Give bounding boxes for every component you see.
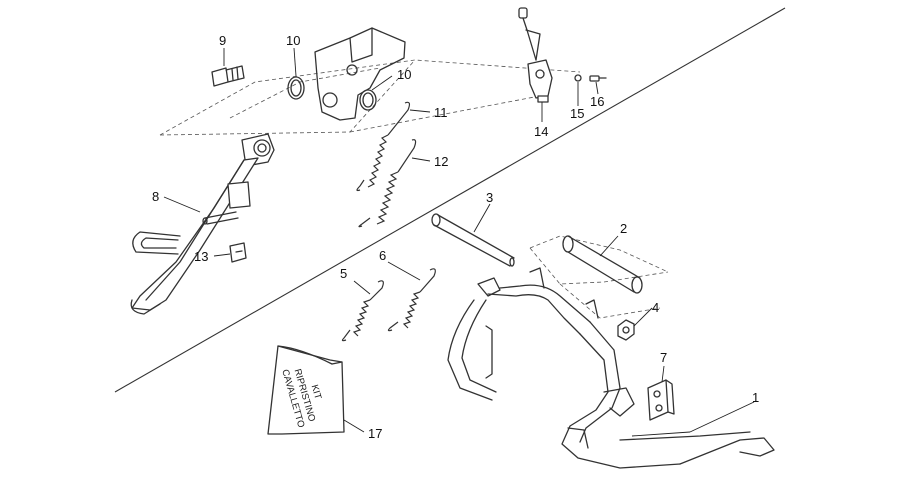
- part-10-o-ring-right[interactable]: [359, 89, 377, 111]
- callout-11: 11: [434, 105, 448, 120]
- kit-label-line1: KIT: [309, 383, 324, 400]
- callout-4: 4: [652, 300, 659, 315]
- leaders-lower: [343, 203, 755, 437]
- part-16-screw[interactable]: [589, 75, 607, 82]
- callout-14: 14: [534, 124, 548, 139]
- part-3-pivot-pin[interactable]: [431, 213, 515, 267]
- part-13-rubber-pad[interactable]: [229, 242, 247, 263]
- kit-label: KIT RIPRISTINO CAVALLETTO: [279, 368, 324, 429]
- callout-16: 16: [590, 94, 604, 109]
- callout-5: 5: [340, 266, 347, 281]
- part-14-stand-switch[interactable]: [518, 7, 553, 103]
- part-17-kit-package[interactable]: [267, 345, 345, 435]
- separator-line: [114, 7, 786, 393]
- frame-bracket: [314, 27, 406, 121]
- callout-9: 9: [219, 33, 226, 48]
- callout-6: 6: [379, 248, 386, 263]
- reference-dashed-lines-lower: [529, 235, 669, 319]
- part-7-bracket-plate[interactable]: [647, 379, 675, 421]
- part-11-spring[interactable]: [356, 101, 411, 192]
- callout-10-left: 10: [286, 33, 300, 48]
- part-8-stopper-pin: [202, 181, 251, 225]
- callout-17: 17: [368, 426, 382, 441]
- part-15-washer[interactable]: [574, 74, 582, 82]
- callout-2: 2: [620, 221, 627, 236]
- callout-8: 8: [152, 189, 159, 204]
- callout-3: 3: [486, 190, 493, 205]
- callout-1: 1: [752, 390, 759, 405]
- callout-12: 12: [434, 154, 448, 169]
- part-4-nut[interactable]: [617, 319, 635, 341]
- part-12-spring[interactable]: [358, 139, 417, 228]
- callout-10-right: 10: [397, 67, 411, 82]
- callout-7: 7: [660, 350, 667, 365]
- leaders-upper: [163, 47, 599, 257]
- part-10-o-ring-left[interactable]: [287, 76, 305, 100]
- part-6-spring[interactable]: [387, 268, 436, 332]
- callout-15: 15: [570, 106, 584, 121]
- part-1-center-stand[interactable]: [447, 267, 775, 469]
- part-9-pivot-bolt[interactable]: [211, 65, 245, 87]
- part-8-side-stand[interactable]: [130, 133, 275, 315]
- part-2-spacer-tube[interactable]: [562, 235, 643, 294]
- callout-13: 13: [194, 249, 208, 264]
- part-5-spring[interactable]: [341, 280, 384, 342]
